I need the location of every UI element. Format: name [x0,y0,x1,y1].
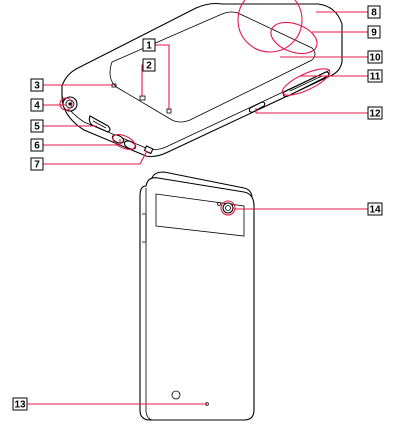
callout-11: 11 [367,69,383,83]
svg-text:11: 11 [370,72,381,83]
back-camera-lens [217,202,234,214]
back-window-panel [155,193,245,237]
svg-text:2: 2 [146,61,152,72]
callout-2: 2 [142,58,156,72]
svg-text:5: 5 [34,122,40,133]
leader-6 [43,139,121,146]
callout-12: 12 [367,106,383,120]
hold-switch [248,101,266,113]
callout-10: 10 [367,50,383,64]
highlight-headphone-jack [59,97,73,111]
leader-7 [43,150,148,165]
callout-8: 8 [367,5,381,19]
highlight-top-panel [270,21,318,55]
callout-boxes: 1 2 3 4 5 6 7 8 [12,5,383,411]
leader-lines [27,0,368,405]
playback-button-divider [289,75,323,92]
highlight-camera-lens [220,200,236,216]
front-body-outline [61,2,343,158]
svg-text:8: 8 [371,8,377,19]
callout-7: 7 [30,157,44,171]
svg-text:14: 14 [369,205,381,216]
svg-text:1: 1 [146,41,152,52]
callout-13: 13 [12,397,28,411]
svg-text:10: 10 [369,53,381,64]
svg-text:13: 13 [14,400,26,411]
callout-1: 1 [142,38,156,52]
front-view-device [61,2,343,158]
svg-text:9: 9 [371,28,377,39]
callout-5: 5 [30,119,44,133]
highlight-volume-buttons [112,134,136,150]
svg-text:4: 4 [34,101,40,112]
callout-14: 14 [367,202,383,216]
volume-buttons [111,134,137,150]
leader-12 [255,108,368,114]
callout-4: 4 [30,98,44,112]
wm-port-slot [92,120,107,129]
svg-text:6: 6 [34,141,40,152]
strap-hole [143,145,154,155]
back-body-outline [139,177,255,421]
back-side-groove [142,213,147,243]
leader-1 [155,44,170,110]
back-view-device [139,171,255,421]
callout-6: 6 [30,138,44,152]
wm-port-connector [88,115,111,133]
svg-text:7: 7 [34,160,40,171]
svg-text:12: 12 [369,109,381,120]
svg-text:3: 3 [34,81,40,92]
callout-3: 3 [30,78,44,92]
highlight-wireless-antenna [237,0,303,53]
callout-9: 9 [367,25,381,39]
highlight-playback-buttons [281,68,331,96]
back-side-edge [145,188,153,421]
